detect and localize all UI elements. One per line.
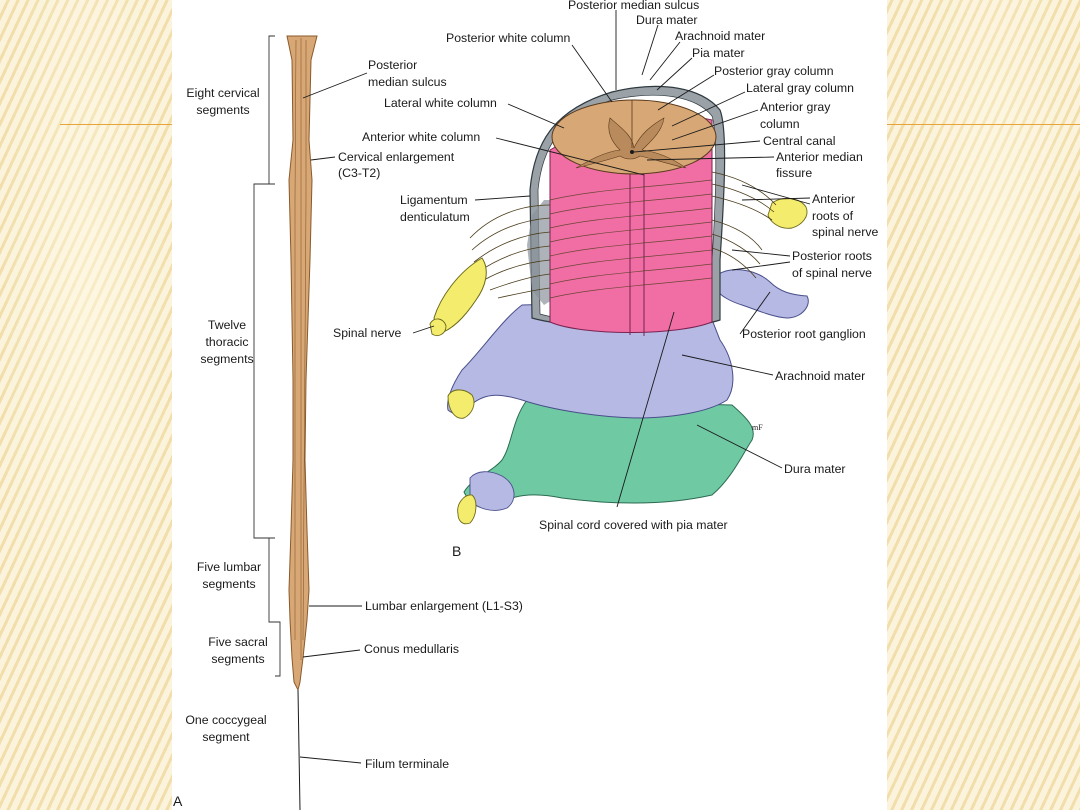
central-canal-label: Central canal — [763, 134, 835, 148]
right-accent-rule — [887, 124, 1080, 125]
dura-mater-shape — [463, 399, 754, 509]
spinal-cord-section: mF — [429, 85, 809, 525]
spinal-nerve-label: Spinal nerve — [333, 326, 402, 340]
cervical-enlargement-label: Cervical enlargement(C3-T2) — [338, 150, 455, 180]
arachnoid-mater-top-label: Arachnoid mater — [675, 29, 765, 43]
right-rootlets — [711, 171, 777, 279]
panel-b-label: B — [452, 543, 461, 559]
posterior-white-column-label: Posterior white column — [446, 31, 571, 45]
conus-medullaris-label: Conus medullaris — [364, 642, 459, 656]
section-labels: Posterior median sulcus Dura mater Poste… — [333, 0, 878, 559]
central-canal-dot — [630, 150, 634, 154]
spinal-nerve-shape — [433, 257, 487, 335]
section-leaders — [412, 10, 811, 508]
left-background — [0, 0, 172, 810]
dura-mater-label: Dura mater — [784, 462, 846, 476]
gray-matter — [575, 117, 687, 169]
pia-mater-label: Pia mater — [692, 46, 745, 60]
cord-cross-section — [551, 99, 717, 175]
panel-a-label: A — [173, 793, 183, 809]
filum-terminale-label: Filum terminale — [365, 757, 449, 771]
arachnoid-mater-label: Arachnoid mater — [775, 369, 865, 383]
lateral-gray-column-label: Lateral gray column — [746, 81, 854, 95]
posterior-root-ganglion-label: Posterior root ganglion — [742, 327, 866, 341]
spinal-cord-longitudinal — [286, 35, 318, 810]
posterior-gray-column-label: Posterior gray column — [714, 64, 834, 78]
posterior-root-ganglion-shape — [716, 269, 809, 319]
left-rootlets — [469, 204, 551, 299]
right-background — [908, 0, 1080, 810]
anterior-white-column-label: Anterior white column — [362, 130, 480, 144]
lumbar-enlargement-label: Lumbar enlargement (L1-S3) — [365, 599, 523, 613]
left-accent-rule — [60, 124, 172, 125]
lateral-white-column-label: Lateral white column — [384, 96, 497, 110]
spinal-cord-pia-label: Spinal cord covered with pia mater — [539, 518, 728, 532]
posterior-median-sulcus-label-b: Posterior median sulcus — [568, 0, 699, 12]
dura-mater-top-label: Dura mater — [636, 13, 698, 27]
segment-brackets — [253, 35, 281, 677]
filum-terminale-line — [297, 689, 301, 810]
artist-mark: mF — [752, 423, 763, 432]
